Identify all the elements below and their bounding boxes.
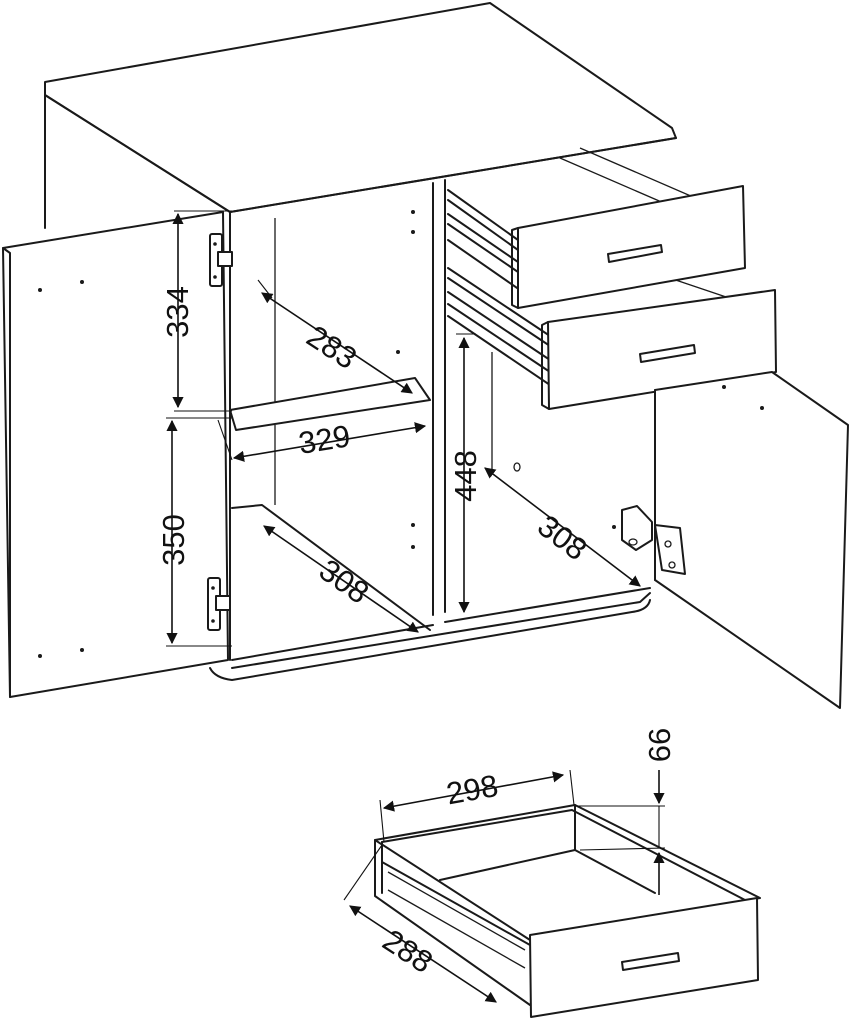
- dim-label-lower-shelf-depth: 308: [313, 552, 375, 610]
- dim-label-upper-shelf-depth: 283: [300, 318, 362, 376]
- dim-label-upper-shelf-height: 334: [160, 286, 195, 338]
- upper-hinge-icon: [209, 233, 233, 287]
- top-panel: [44, 2, 677, 213]
- upper-drawer[interactable]: [511, 185, 746, 309]
- dim-label-right-compartment-depth: 308: [531, 508, 593, 567]
- dimension-lines: [166, 210, 641, 647]
- dim-label-drawer-width: 298: [444, 768, 501, 811]
- drawer-handle: [621, 952, 680, 971]
- upper-drawer-handle: [607, 244, 663, 263]
- drawer-dimension-lines: [343, 769, 666, 1003]
- dim-label-right-compartment-height: 448: [448, 450, 483, 502]
- dim-label-shelf-width: 329: [296, 418, 353, 461]
- dim-label-drawer-height: 66: [642, 728, 677, 762]
- lower-drawer-handle: [639, 344, 696, 363]
- lower-hinge-icon: [207, 577, 231, 631]
- dim-label-lower-shelf-height: 350: [156, 514, 191, 566]
- detached-drawer: [374, 804, 761, 1018]
- right-door[interactable]: [612, 371, 849, 709]
- left-door[interactable]: [2, 211, 233, 698]
- dim-label-drawer-depth: 288: [376, 922, 438, 980]
